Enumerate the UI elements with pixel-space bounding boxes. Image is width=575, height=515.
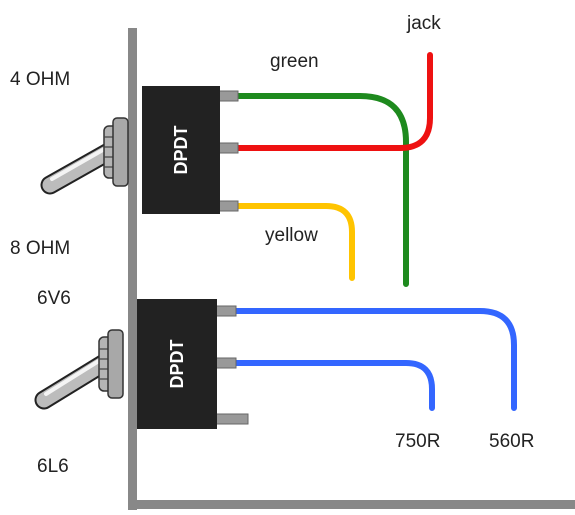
chassis-bottom-edge xyxy=(128,500,575,509)
bottom-switch-label: DPDT xyxy=(167,339,187,388)
bottom-switch-body xyxy=(137,299,217,429)
blue-wire-560r xyxy=(229,308,517,411)
resistor-750r-label: 750R xyxy=(395,431,441,452)
top-lug-1 xyxy=(217,90,239,102)
yellow-wire xyxy=(229,203,355,281)
resistor-560r-label: 560R xyxy=(489,431,535,452)
green-wire-label: green xyxy=(270,51,319,72)
wires xyxy=(229,52,517,411)
yellow-wire-label: yellow xyxy=(265,225,318,246)
position-label-6v6: 6V6 xyxy=(37,288,71,309)
bottom-lug-3 xyxy=(215,413,249,425)
blue-wire-750r xyxy=(229,360,435,411)
top-lug-2 xyxy=(217,142,239,154)
bottom-switch-toggle xyxy=(34,329,124,410)
bottom-lug-2 xyxy=(215,357,237,369)
jack-label: jack xyxy=(407,13,441,34)
top-switch-label: DPDT xyxy=(171,125,191,174)
position-label-4-ohm: 4 OHM xyxy=(10,69,71,90)
chassis-vertical-edge xyxy=(128,28,137,510)
top-switch-lugs xyxy=(217,90,239,212)
chassis-panel xyxy=(128,28,575,510)
bottom-lug-1 xyxy=(215,305,237,317)
top-switch-toggle xyxy=(40,117,129,195)
top-lug-3 xyxy=(217,200,239,212)
position-label-8-ohm: 8 OHM xyxy=(10,238,71,259)
red-wire xyxy=(229,52,433,151)
green-wire xyxy=(229,93,409,287)
top-switch-body xyxy=(142,86,220,214)
position-label-6l6: 6L6 xyxy=(37,456,69,477)
